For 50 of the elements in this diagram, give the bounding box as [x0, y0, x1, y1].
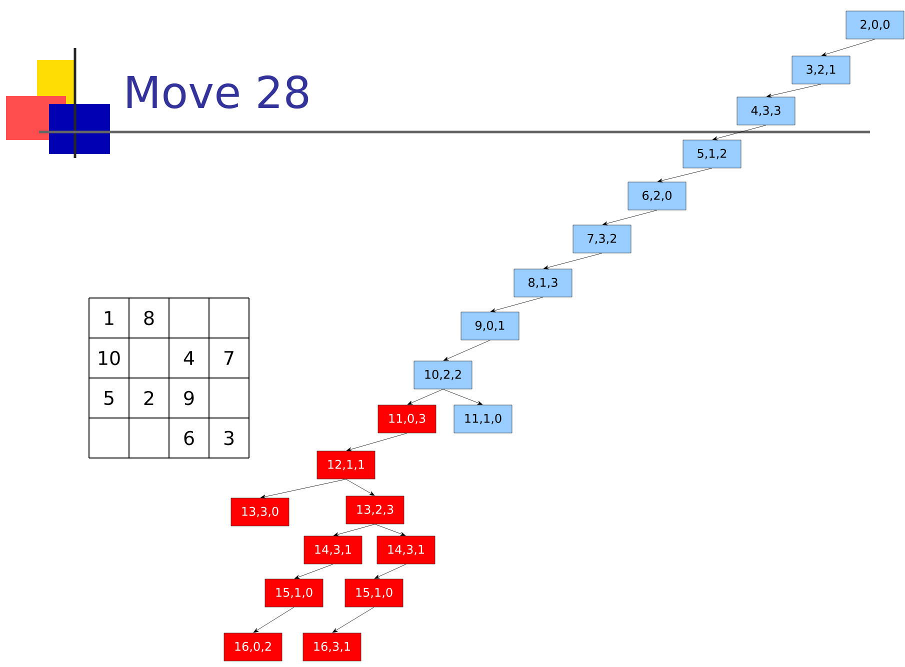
state-box: 11,0,3 — [378, 404, 436, 434]
arrow — [333, 524, 376, 536]
state-box: 14,3,1 — [304, 536, 362, 564]
grid-number: 1 — [105, 311, 114, 325]
arrow — [374, 524, 406, 536]
state-box: 13,2,3 — [346, 496, 404, 524]
state-box: 2,0,0 — [846, 10, 904, 40]
state-box: 13,3,0 — [230, 498, 290, 526]
state-box: 16,3,1 — [302, 632, 362, 662]
arrow — [442, 389, 483, 405]
arrow — [374, 564, 406, 579]
state-box: 8,1,3 — [514, 268, 572, 298]
state-box: 9,0,1 — [460, 312, 520, 340]
arrow — [253, 607, 294, 633]
arrow — [443, 340, 490, 361]
state-box: 6,2,0 — [628, 182, 686, 210]
grid-number: 10 — [99, 350, 120, 366]
grid-number: 8 — [144, 310, 154, 326]
arrow — [821, 39, 876, 56]
arrow — [407, 389, 444, 405]
arrow — [712, 125, 766, 140]
state-box: 12,1,1 — [316, 450, 376, 480]
state-box: 11,1,0 — [454, 404, 512, 434]
state-box: 14,3,1 — [376, 536, 436, 564]
arrow — [602, 210, 658, 226]
arrow — [657, 168, 712, 182]
state-box: 7,3,2 — [572, 224, 632, 254]
grid-number: 7 — [224, 351, 234, 365]
state-box: 4,3,3 — [736, 96, 796, 126]
arrow — [260, 479, 346, 499]
arrow — [490, 297, 544, 312]
grid-number: 3 — [224, 430, 234, 446]
arrow — [346, 433, 408, 452]
arrow — [766, 84, 822, 98]
state-box: 15,1,0 — [264, 578, 324, 608]
state-box: 10,2,2 — [414, 360, 472, 390]
arrow — [543, 253, 602, 270]
state-box: 5,1,2 — [682, 140, 742, 168]
grid-number: 5 — [104, 390, 114, 406]
title: Move 28 — [128, 75, 308, 109]
grid-number: 2 — [144, 390, 154, 406]
arrow — [346, 479, 375, 496]
arrow — [294, 564, 334, 579]
grid-number: 6 — [184, 430, 194, 446]
state-box: 3,2,1 — [792, 56, 850, 84]
arrow — [332, 607, 374, 633]
state-box: 15,1,0 — [344, 578, 404, 608]
grid-number: 9 — [184, 390, 194, 406]
grid-number: 4 — [184, 351, 194, 365]
state-box: 16,0,2 — [224, 632, 282, 662]
